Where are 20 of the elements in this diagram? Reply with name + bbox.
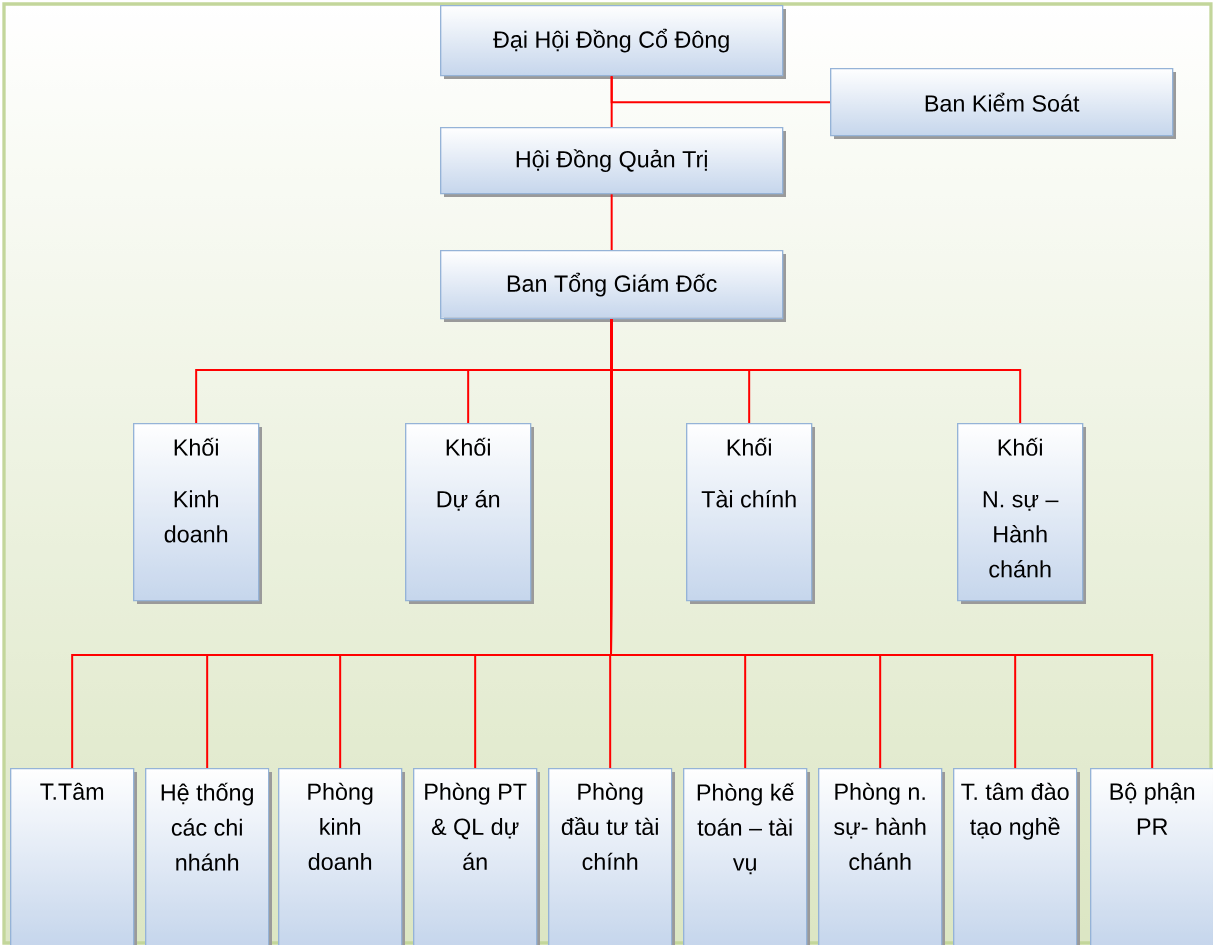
org-box: Phòng kế toán – tài vụ — [683, 768, 810, 945]
org-box: Ban Kiểm Soát — [830, 68, 1176, 139]
org-box: Hội Đồng Quản Trị — [440, 127, 786, 197]
org-box: T.Tâm — [10, 768, 137, 945]
org-box: Bộ phận PR — [1090, 768, 1213, 945]
org-box: Phòng đầu tư tài chính — [548, 768, 675, 945]
org-box: Đại Hội Đồng Cổ Đông — [440, 5, 786, 79]
org-box: Hệ thống các chi nhánh — [145, 768, 272, 945]
org-box: Ban Tổng Giám Đốc — [440, 250, 786, 322]
org-box: Phòng kinh doanh — [278, 768, 405, 945]
org-box: Khối Dự án — [405, 423, 534, 604]
connector-line — [610, 193, 613, 251]
org-box: Khối Kinh doanh — [133, 423, 262, 604]
org-box: Phòng n. sự- hành chánh — [818, 768, 945, 945]
org-box: Khối Tài chính — [686, 423, 815, 604]
org-box: T. tâm đào tạo nghề — [953, 768, 1080, 945]
connector-line — [610, 75, 613, 128]
connector-line — [610, 318, 1154, 769]
org-box: Phòng PT & QL dự án — [413, 768, 540, 945]
org-box: Khối N. sự – Hành chánh — [957, 423, 1086, 604]
